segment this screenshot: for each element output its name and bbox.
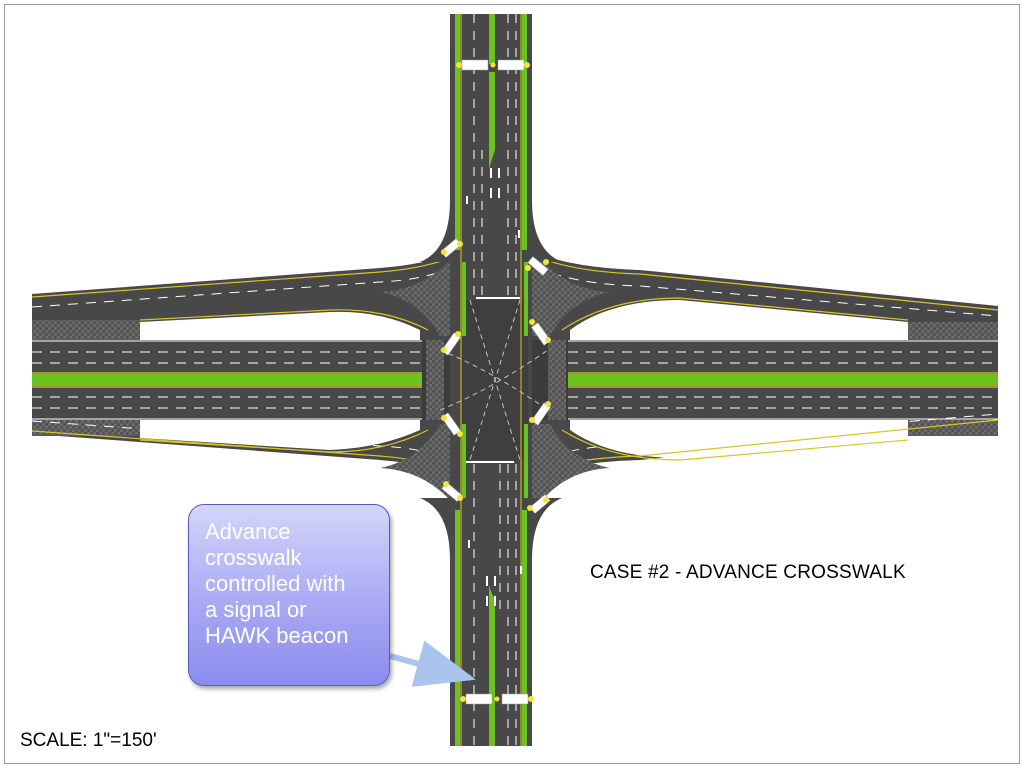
callout-line: crosswalk — [205, 545, 302, 570]
advance-crosswalk-callout: Advance crosswalk controlled with a sign… — [188, 504, 390, 686]
advance-crosswalk-north — [456, 59, 530, 71]
callout-line: controlled with — [205, 571, 346, 596]
arterial-median-south — [489, 690, 495, 746]
freeway-median-east — [568, 374, 998, 386]
callout-pointer — [389, 640, 476, 687]
west-infield-top — [140, 311, 420, 340]
lane-arrows — [466, 168, 522, 606]
west-infield-bottom — [140, 420, 420, 450]
slide-frame — [4, 4, 1020, 764]
advance-crosswalk-south — [460, 693, 534, 705]
arterial-median-north — [489, 14, 495, 64]
scale-label: SCALE: 1"=150' — [20, 730, 157, 751]
east-infield-bottom — [570, 420, 908, 458]
case-title: CASE #2 - ADVANCE CROSSWALK — [590, 562, 906, 583]
callout-line: a signal or — [205, 597, 307, 622]
east-infield-top — [570, 300, 908, 340]
freeway-median-west — [32, 374, 422, 386]
arterial-left-turn-median-north — [489, 72, 495, 170]
callout-line: Advance — [205, 519, 291, 544]
freeway — [31, 250, 999, 478]
crosswalks — [440, 59, 551, 705]
callout-line: HAWK beacon — [205, 623, 349, 648]
east-gore-top — [908, 322, 998, 340]
channelizing-islands — [380, 262, 610, 498]
arterial-left-turn-median-south — [489, 585, 495, 690]
west-gore-bottom — [32, 420, 140, 436]
east-gore-bottom — [908, 420, 998, 436]
arterial-road — [420, 14, 562, 746]
west-gore-top — [32, 320, 140, 340]
